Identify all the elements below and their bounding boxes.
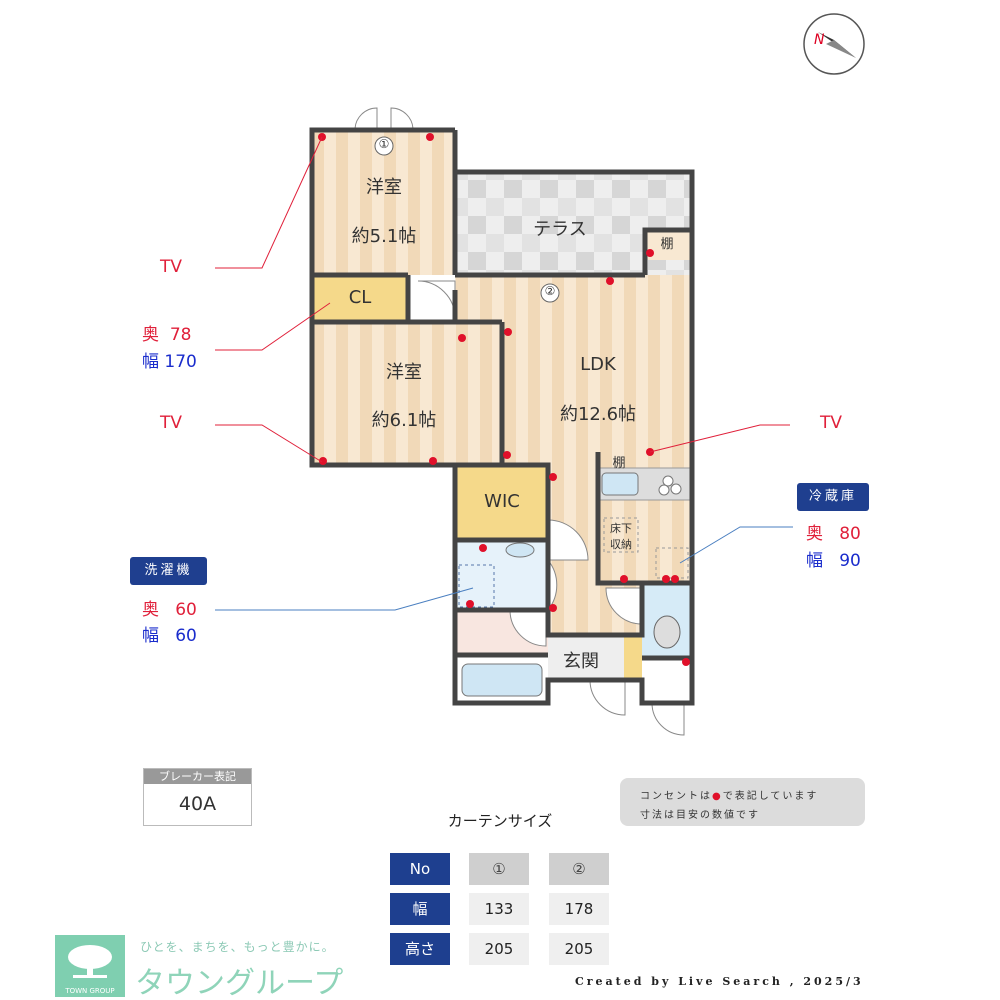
curtain-height-1: 205 (469, 933, 529, 965)
curtain-no-2: ② (549, 853, 609, 885)
header-no: No (390, 853, 450, 885)
floor-plan (215, 107, 793, 736)
curtain-number-1: ① (378, 137, 390, 151)
washer-tag: 洗濯機 (130, 557, 207, 585)
underfloor-storage-label-2: 収納 (610, 538, 632, 551)
washer-space (458, 564, 495, 608)
tv-label: TV (820, 413, 843, 433)
tv-leader-line (215, 136, 323, 269)
note-outlet: コンセントは●で表記しています (640, 791, 819, 802)
tv-leader-line (649, 424, 790, 453)
underfloor-storage (603, 517, 639, 553)
curtain-table-title: カーテンサイズ (447, 812, 553, 830)
compass-north-label: N (814, 32, 825, 48)
logo-name: タウングループ (135, 966, 344, 1000)
washer-leader-line (215, 587, 474, 611)
entrance-floor (548, 635, 624, 680)
western-room-2-name: 洋室 (386, 362, 422, 383)
ldk-size: 約12.6帖 (559, 404, 637, 425)
western-room-1-size: 約5.1帖 (351, 226, 417, 247)
western-room-1-name: 洋室 (366, 177, 402, 198)
curtain-number-2: ② (544, 284, 556, 298)
notes-box: コンセントは●で表記しています 寸法は目安の数値です (620, 778, 865, 826)
closet-floor (312, 275, 408, 322)
kitchen-shelf-label: 棚 (612, 456, 626, 471)
compass-icon: N (803, 13, 865, 75)
fridge-depth: 奥 80 (806, 524, 861, 544)
toilet-icon (653, 615, 681, 649)
wic-label: WIC (484, 491, 520, 512)
logo-tagline: ひとを、まちを、もっと豊かに。 (140, 940, 335, 954)
header-height: 高さ (390, 933, 450, 965)
ldk-name: LDK (580, 354, 616, 375)
outlet-symbol-icon: ● (712, 791, 723, 802)
fridge-tag: 冷蔵庫 (797, 483, 869, 511)
tv-leader-line (215, 424, 323, 463)
shelf-label: 棚 (660, 237, 674, 252)
curtain-no-1: ① (469, 853, 529, 885)
credit-text: Created by Live Search , 2025/3 (575, 975, 864, 988)
fridge-width: 幅 90 (806, 551, 861, 571)
outlet-markers (318, 133, 690, 666)
tv-label: TV (160, 413, 183, 433)
washer-depth: 奥 60 (142, 600, 197, 620)
walls (309, 127, 695, 706)
washbasin-icon (505, 542, 535, 558)
bathtub (461, 663, 543, 697)
curtain-width-2: 178 (549, 893, 609, 925)
closet-leader-line (215, 302, 331, 351)
terrace-label: テラス (533, 219, 587, 240)
washer-width: 幅 60 (142, 626, 197, 646)
underfloor-storage-label-1: 床下 (610, 522, 632, 535)
closet-depth-label: 奥 78 (142, 325, 192, 345)
town-group-logo: TOWN GROUP (55, 935, 125, 997)
tv-label: TV (160, 257, 183, 277)
tree-icon (68, 945, 112, 978)
closet-width-label: 幅 170 (142, 352, 197, 372)
breaker-box: ブレーカー表記 40A (143, 768, 252, 826)
breaker-value: 40A (178, 793, 217, 815)
note-dimensions: 寸法は目安の数値です (640, 810, 760, 821)
sink-icon (601, 472, 639, 496)
closet-label: CL (348, 287, 372, 308)
wic-floor (455, 465, 548, 540)
western-room-2-floor (312, 322, 502, 465)
logo-mark-text: TOWN GROUP (65, 987, 115, 995)
curtain-height-2: 205 (549, 933, 609, 965)
header-width: 幅 (390, 893, 450, 925)
entrance-label: 玄関 (563, 651, 599, 672)
breaker-label: ブレーカー表記 (144, 769, 251, 784)
curtain-width-1: 133 (469, 893, 529, 925)
fridge-leader-line (679, 526, 793, 564)
western-room-2-size: 約6.1帖 (371, 410, 437, 431)
